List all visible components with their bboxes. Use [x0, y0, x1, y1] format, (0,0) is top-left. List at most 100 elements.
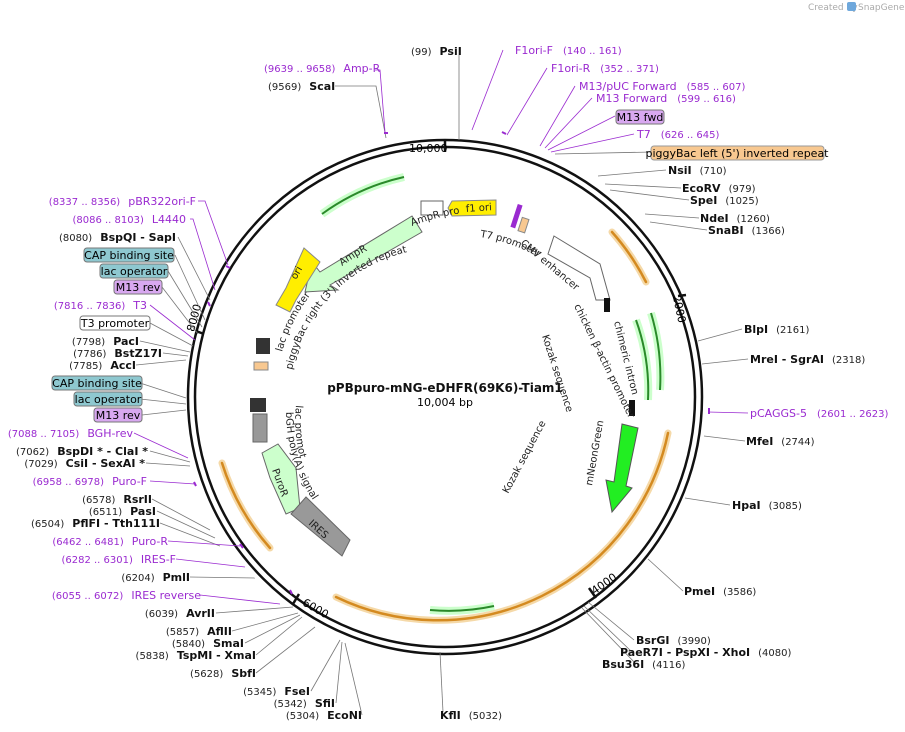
primer-range: (9639 .. 9658) [264, 64, 336, 75]
enzyme-sfii[interactable]: SfiI [315, 697, 335, 710]
enzyme-pmli[interactable]: PmlI [163, 571, 190, 584]
primer-amp-r[interactable]: Amp-R [343, 62, 380, 75]
svg-text:(7088 .. 7105)BGH-rev: (7088 .. 7105)BGH-rev [8, 427, 134, 440]
ampr-promoter-shape[interactable] [420, 200, 444, 216]
enzyme-pflfi-tth111i[interactable]: PflFI - Tth111I [72, 517, 160, 530]
cap-binding-site-box-2[interactable] [51, 375, 143, 391]
primer-puro-f[interactable]: Puro-F [112, 475, 147, 488]
enzyme-bsu36i[interactable]: Bsu36I [602, 658, 644, 671]
primer-range: (6462 .. 6481) [52, 537, 124, 548]
primer-l4440[interactable]: L4440 [152, 213, 186, 226]
primer-puro-r[interactable]: Puro-R [132, 535, 169, 548]
enzyme-ndei[interactable]: NdeI [700, 212, 729, 225]
primer-t3[interactable]: T3 [132, 299, 147, 312]
ori-arrow[interactable] [275, 247, 321, 313]
enzyme-hpai[interactable]: HpaI [732, 499, 761, 512]
ires-shape[interactable] [290, 496, 351, 557]
enzyme-pos: (6204) [121, 573, 154, 584]
enzyme-scai[interactable]: ScaI [309, 80, 335, 93]
enzyme-bsrgi[interactable]: BsrGI [636, 634, 669, 647]
enzyme-pasi[interactable]: PasI [130, 505, 156, 518]
svg-text:NsiI(710): NsiI(710) [668, 164, 727, 177]
t3-promoter-box[interactable] [79, 315, 151, 331]
enzyme-bspdi-clai[interactable]: BspDI * - ClaI * [57, 445, 148, 458]
f1-ori-arrow[interactable] [447, 199, 497, 217]
t7-promoter-block [510, 203, 523, 229]
svg-text:(6578)RsrII: (6578)RsrII [82, 493, 152, 506]
primer-range: (8337 .. 8356) [49, 197, 121, 208]
enzyme-blpi[interactable]: BlpI [744, 323, 768, 336]
enzyme-pos: (5838) [136, 651, 169, 662]
enzyme-avrii[interactable]: AvrII [186, 607, 215, 620]
primer-m13-forward[interactable]: M13 Forward [596, 92, 667, 105]
primer-f1ori-r[interactable]: F1ori-R [551, 62, 591, 75]
enzyme-smai[interactable]: SmaI [213, 637, 244, 650]
primer-pbr322ori-f[interactable]: pBR322ori-F [128, 195, 196, 208]
primer-bgh-rev[interactable]: BGH-rev [87, 427, 133, 440]
svg-text:MfeI(2744): MfeI(2744) [746, 435, 815, 448]
enzyme-pos: (5304) [286, 711, 319, 722]
lac-operator-box[interactable] [99, 263, 169, 279]
primer-pcaggs-5[interactable]: pCAGGS-5 [750, 407, 807, 420]
scale-ticks [195, 140, 687, 605]
enzyme-econi[interactable]: EcoNI [327, 709, 362, 722]
svg-text:(6504)PflFI - Tth111I: (6504)PflFI - Tth111I [31, 517, 160, 530]
lac-operator-box-2[interactable] [73, 391, 143, 407]
svg-text:(6462 .. 6481)Puro-R: (6462 .. 6481) Puro-R [52, 535, 168, 548]
primer-range: (2601 .. 2623) [817, 409, 889, 420]
m13-rev-box[interactable] [113, 279, 163, 295]
primer-range: (6958 .. 6978) [33, 477, 105, 488]
svg-text:(6958 .. 6978)Puro-F: (6958 .. 6978) Puro-F [33, 475, 147, 488]
enzyme-pmei[interactable]: PmeI [684, 585, 715, 598]
enzyme-nsii[interactable]: NsiI [668, 164, 692, 177]
boxed-labels: M13 fwd piggyBac left (5') inverted repe… [51, 109, 829, 423]
primer-ires-reverse[interactable]: IRES reverse [131, 589, 201, 602]
enzyme-kfli[interactable]: KflI [440, 709, 461, 722]
svg-text:HpaI(3085): HpaI(3085) [732, 499, 802, 512]
svg-text:PmeI(3586): PmeI (3586) [684, 585, 756, 598]
plasmid-size: 10,004 bp [417, 396, 473, 409]
svg-text:(5840)SmaI: (5840)SmaI [172, 637, 244, 650]
svg-text:(7786)BstZ17I: (7786)BstZ17I [73, 347, 162, 360]
enzyme-fsei[interactable]: FseI [284, 685, 310, 698]
primer-t7[interactable]: T7 [636, 128, 651, 141]
svg-text:KflI(5032): KflI(5032) [440, 709, 502, 722]
enzyme-mrei-sgrai[interactable]: MreI - SgrAI [750, 353, 824, 366]
piggybac-left-box[interactable] [650, 145, 825, 161]
enzyme-snabi[interactable]: SnaBI [708, 224, 744, 237]
enzyme-pos: (7029) [24, 459, 57, 470]
enzyme-spei[interactable]: SpeI [690, 194, 717, 207]
enzyme-pos: (7785) [69, 361, 102, 372]
primer-m13-puc-forward[interactable]: M13/pUC Forward [579, 80, 677, 93]
primer-range: (6282 .. 6301) [61, 555, 133, 566]
enzyme-pos: (3586) [723, 587, 756, 598]
primer-range: (599 .. 616) [677, 94, 736, 105]
mneongreen-label: mNeonGreen [584, 419, 606, 486]
enzyme-psii[interactable]: PsiI [440, 45, 462, 58]
enzyme-mfei[interactable]: MfeI [746, 435, 773, 448]
primer-ires-f[interactable]: IRES-F [141, 553, 176, 566]
primer-f1ori-f[interactable]: F1ori-F [515, 44, 553, 57]
enzyme-pos: (4080) [758, 648, 791, 659]
enzyme-pos: (5857) [166, 627, 199, 638]
enzyme-rsrii[interactable]: RsrII [123, 493, 152, 506]
feature-shapes [250, 199, 639, 557]
enzyme-csii-sexai[interactable]: CsiI - SexAI * [66, 457, 146, 470]
enzyme-tspmi-xmai[interactable]: TspMI - XmaI [177, 649, 256, 662]
enzyme-bspqi-sapi[interactable]: BspQI - SapI [100, 231, 176, 244]
svg-text:SnaBI(1366): SnaBI(1366) [708, 224, 785, 237]
enzyme-acci[interactable]: AccI [110, 359, 136, 372]
enzyme-paci[interactable]: PacI [113, 335, 139, 348]
cmv-enhancer-shape[interactable] [547, 235, 611, 301]
enzyme-aflii[interactable]: AflII [207, 625, 232, 638]
enzyme-paer7i-pspxi-xhoi[interactable]: PaeR7I - PspXI - XhoI [620, 646, 750, 659]
enzyme-bstz17i[interactable]: BstZ17I [114, 347, 162, 360]
enzyme-sbfi[interactable]: SbfI [231, 667, 256, 680]
cap-binding-site-box[interactable] [83, 247, 175, 263]
mneongreen-arrow[interactable] [605, 423, 639, 514]
m13-rev-label-2: M13 rev [96, 409, 141, 422]
m13-rev-box-2[interactable] [93, 407, 143, 423]
enzyme-ecorv[interactable]: EcoRV [682, 182, 721, 195]
m13-fwd-box[interactable] [615, 109, 665, 125]
